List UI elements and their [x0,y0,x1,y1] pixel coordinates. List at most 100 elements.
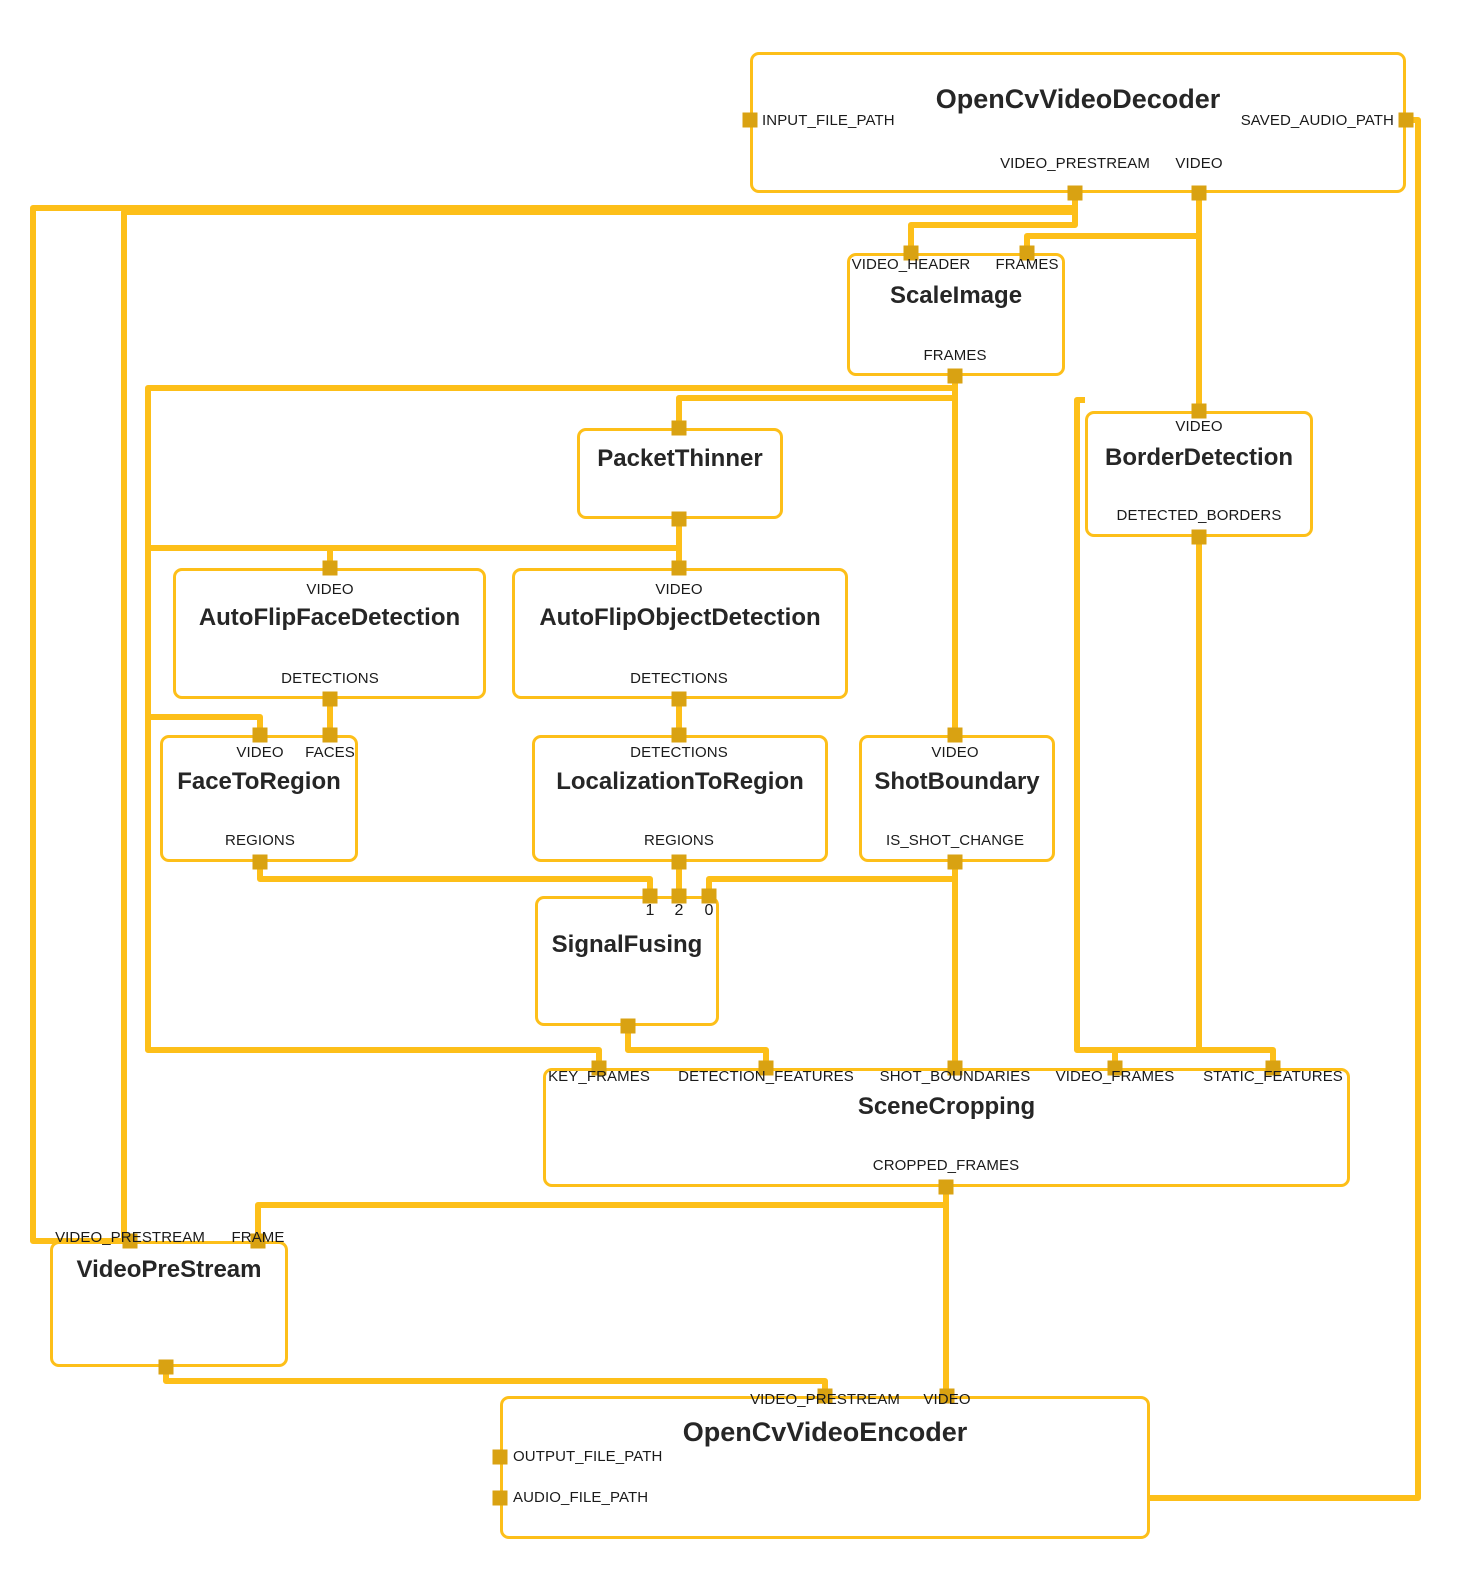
port-index-label: 2 [674,902,684,919]
port-label-static_features: STATIC_FEATURES [1203,1068,1343,1085]
port-bottom-square[interactable] [620,1018,636,1034]
port-video_prestream-square[interactable] [122,1233,138,1249]
node-title: PacketThinner [597,444,763,472]
port-label-detections: DETECTIONS [281,670,379,687]
port-video-square[interactable] [1191,403,1207,419]
node-title: ScaleImage [889,281,1023,309]
port-input_file_path-square[interactable] [742,112,758,128]
port-video_frames-square[interactable] [1107,1060,1123,1076]
node-title: OpenCvVideoEncoder [682,1416,968,1447]
port-label-faces: FACES [305,744,355,761]
port-label-shot_boundaries: SHOT_BOUNDARIES [879,1068,1031,1085]
port-frames-square[interactable] [1019,245,1035,261]
graph-edge [1112,220,1202,1068]
port-label-video_prestream: VIDEO_PRESTREAM [55,1229,205,1246]
port-frames-square[interactable] [947,368,963,384]
port-is_shot_change-square[interactable] [947,854,963,870]
node-title: OpenCvVideoDecoder [935,83,1221,114]
port-audio_file_path-square[interactable] [492,1490,508,1506]
port-cropped_frames-square[interactable] [938,1179,954,1195]
node-title: BorderDetection [1104,443,1294,471]
node-video_pre_stream[interactable]: VideoPreStream [50,1241,288,1367]
node-title: VideoPreStream [76,1255,262,1283]
node-border_detection[interactable]: BorderDetection [1085,411,1313,537]
port-label-key_frames: KEY_FRAMES [548,1068,650,1085]
port-label-saved_audio_path: SAVED_AUDIO_PATH [1240,112,1394,129]
port-top-square[interactable] [671,420,687,436]
port-saved_audio_path-square[interactable] [1398,112,1414,128]
port-label-detection_features: DETECTION_FEATURES [678,1068,854,1085]
port-label-frame: FRAME [231,1229,285,1246]
port-shot_boundaries-square[interactable] [947,1060,963,1076]
graph-edge [327,545,679,568]
graph-edge [257,862,653,896]
port-regions-square[interactable] [252,854,268,870]
port-label-regions: REGIONS [644,832,714,849]
port-label-video: VIDEO [1175,418,1223,435]
node-title: SceneCropping [857,1092,1036,1120]
node-title: FaceToRegion [177,767,341,795]
port-2-square[interactable] [671,888,687,904]
port-label-detections: DETECTIONS [630,744,728,761]
port-1-square[interactable] [642,888,658,904]
node-opencv_video_encoder[interactable]: OpenCvVideoEncoder [500,1396,1150,1539]
port-video-square[interactable] [671,560,687,576]
port-label-audio_file_path: AUDIO_FILE_PATH [513,1489,649,1506]
port-0-square[interactable] [701,888,717,904]
port-bottom-square[interactable] [671,511,687,527]
port-label-video_prestream: VIDEO_PRESTREAM [750,1391,900,1408]
port-detection_features-square[interactable] [758,1060,774,1076]
port-video-square[interactable] [252,727,268,743]
port-label-video: VIDEO [923,1391,971,1408]
node-localization_to_region[interactable]: LocalizationToRegion [532,735,828,862]
port-video-square[interactable] [947,727,963,743]
graph-edge [1074,397,1118,1068]
port-index-label: 0 [704,902,714,919]
node-packet_thinner[interactable]: PacketThinner [577,428,783,519]
port-label-input_file_path: INPUT_FILE_PATH [762,112,895,129]
port-label-is_shot_change: IS_SHOT_CHANGE [885,832,1025,849]
port-static_features-square[interactable] [1265,1060,1281,1076]
port-label-video: VIDEO [236,744,284,761]
port-bottom-square[interactable] [158,1359,174,1375]
port-label-cropped_frames: CROPPED_FRAMES [872,1157,1020,1174]
port-video_prestream-square[interactable] [817,1388,833,1404]
port-label-detected_borders: DETECTED_BORDERS [1116,507,1282,524]
port-detections-square[interactable] [671,691,687,707]
node-title: LocalizationToRegion [556,767,804,795]
port-detected_borders-square[interactable] [1191,529,1207,545]
port-label-video: VIDEO [306,581,354,598]
port-faces-square[interactable] [322,727,338,743]
port-label-video: VIDEO [1175,155,1223,172]
port-output_file_path-square[interactable] [492,1449,508,1465]
node-title: AutoFlipObjectDetection [539,603,821,631]
port-detections-square[interactable] [322,691,338,707]
port-key_frames-square[interactable] [591,1060,607,1076]
port-index-label: 1 [645,902,655,919]
node-autoflip_object_detection[interactable]: AutoFlipObjectDetection [512,568,848,699]
port-label-video_header: VIDEO_HEADER [851,256,971,273]
port-label-frames: FRAMES [995,256,1059,273]
port-label-video_prestream: VIDEO_PRESTREAM [1000,155,1150,172]
graph-edge [625,1026,769,1068]
node-title: SignalFusing [551,930,703,958]
node-signal_fusing[interactable]: SignalFusing [535,896,719,1026]
graph-edge [255,1202,946,1241]
node-shot_boundary[interactable]: ShotBoundary [859,735,1055,862]
port-frame-square[interactable] [250,1233,266,1249]
node-title: AutoFlipFaceDetection [198,603,461,631]
graph-edge [706,862,958,896]
port-detections-square[interactable] [671,727,687,743]
port-video_header-square[interactable] [903,245,919,261]
port-video-square[interactable] [322,560,338,576]
node-scene_cropping[interactable]: SceneCropping [543,1068,1350,1187]
port-video_prestream-square[interactable] [1067,185,1083,201]
port-label-video: VIDEO [655,581,703,598]
port-regions-square[interactable] [671,854,687,870]
node-autoflip_face_detection[interactable]: AutoFlipFaceDetection [173,568,486,699]
graph-edge [676,376,958,428]
port-video-square[interactable] [1191,185,1207,201]
port-video-square[interactable] [939,1388,955,1404]
